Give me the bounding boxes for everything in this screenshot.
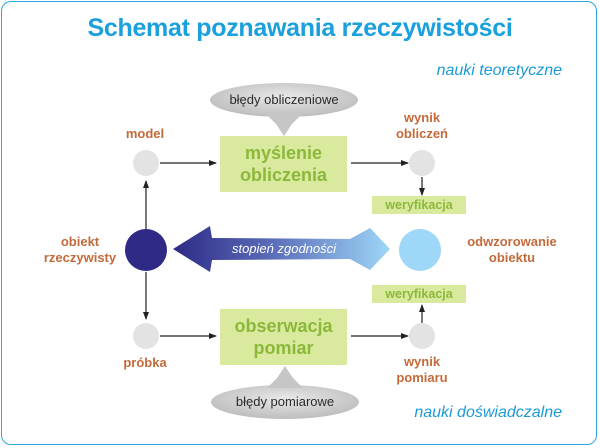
cloud-bottom (211, 366, 359, 419)
node-real-object (125, 229, 167, 271)
node-calc-result (409, 150, 435, 176)
thinking-box-line2: obliczenia (239, 165, 328, 185)
label-calc-result-line2: obliczeń (395, 126, 448, 141)
node-object-mapping (399, 229, 441, 271)
node-sample (133, 323, 159, 349)
cloud-bottom-text: błędy pomiarowe (235, 394, 335, 409)
observation-box-line2: pomiar (253, 338, 314, 358)
label-calc-result-line1: wynik (403, 110, 441, 125)
thinking-box: myślenie obliczenia (220, 136, 347, 192)
corner-label-theoretical: nauki teoretyczne (436, 62, 562, 79)
agreement-double-arrow (173, 226, 390, 272)
verification-upper: weryfikacja (372, 196, 466, 214)
observation-box: obserwacja pomiar (220, 309, 347, 365)
label-measure-result-line1: wynik (403, 354, 441, 369)
verification-lower: weryfikacja (372, 285, 466, 303)
agreement-arrow-label: stopień zgodności (231, 241, 337, 256)
label-model: model (125, 126, 165, 141)
observation-box-line1: obserwacja (234, 316, 333, 336)
label-object-mapping-line2: obiektu (488, 250, 536, 265)
label-object-mapping: odwzorowanie obiektu (454, 234, 570, 266)
corner-label-experimental: nauki doświadczalne (414, 404, 562, 421)
label-object-mapping-line1: odwzorowanie (467, 234, 557, 249)
connectors (143, 160, 425, 339)
label-measure-result-line2: pomiaru (396, 370, 448, 385)
node-measure-result (409, 323, 435, 349)
node-model (133, 150, 159, 176)
label-real-object-line2: rzeczywisty (43, 250, 117, 265)
label-real-object-line1: obiekt (60, 234, 100, 249)
cloud-top (210, 83, 358, 136)
thinking-box-line1: myślenie (244, 143, 323, 163)
label-calc-result: wynik obliczeń (386, 110, 458, 142)
label-measure-result: wynik pomiaru (386, 354, 458, 386)
label-sample: próbka (123, 355, 167, 370)
diagram-title: Schemat poznawania rzeczywistości (87, 14, 513, 42)
cloud-top-text: błędy obliczeniowe (229, 92, 339, 107)
label-real-object: obiekt rzeczywisty (40, 234, 120, 266)
